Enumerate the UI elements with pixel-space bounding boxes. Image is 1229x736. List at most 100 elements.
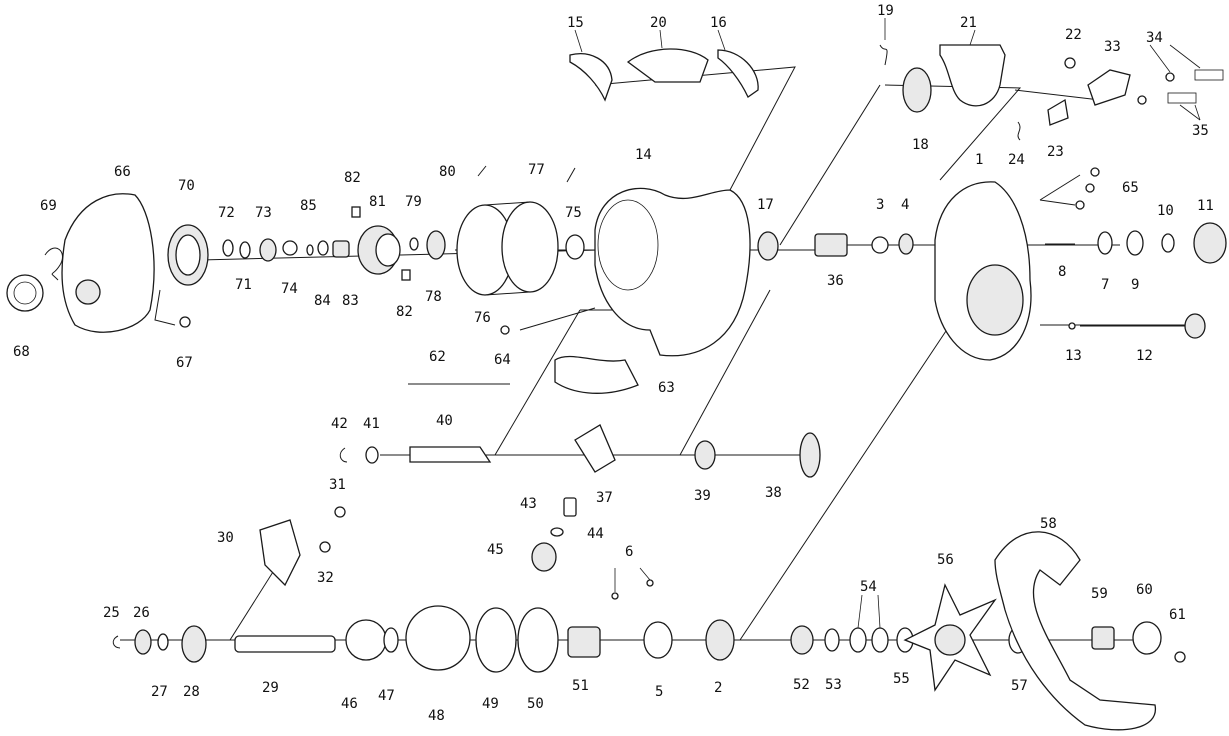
screw-67 — [179, 316, 191, 328]
part-label: 41 — [363, 416, 380, 432]
part-label: 72 — [218, 205, 235, 221]
part-label: 79 — [405, 194, 422, 210]
part-label: 43 — [520, 496, 537, 512]
part-label: 2 — [714, 680, 722, 696]
part-label: 29 — [262, 680, 279, 696]
part-label: 59 — [1091, 586, 1108, 602]
part-label: 81 — [369, 194, 386, 210]
part-label: 57 — [1011, 678, 1028, 694]
frame-14 — [594, 187, 751, 357]
part-label: 63 — [658, 380, 675, 396]
part-label: 1 — [975, 152, 983, 168]
part-label: 28 — [183, 684, 200, 700]
part-label: 30 — [217, 530, 234, 546]
part-label: 7 — [1101, 277, 1109, 293]
part-label: 68 — [13, 344, 30, 360]
part-16 — [717, 49, 759, 98]
part-label: 12 — [1136, 348, 1153, 364]
part-label: 80 — [439, 164, 456, 180]
part-label: 47 — [378, 688, 395, 704]
part-label: 85 — [300, 198, 317, 214]
part-label: 69 — [40, 198, 57, 214]
part-label: 36 — [827, 273, 844, 289]
part-label: 4 — [901, 197, 909, 213]
part-label: 75 — [565, 205, 582, 221]
part-label: 31 — [329, 477, 346, 493]
spring-69 — [44, 247, 63, 281]
part-label: 55 — [893, 671, 910, 687]
part-label: 74 — [281, 281, 298, 297]
part-37 — [574, 424, 616, 473]
handle-58 — [994, 531, 1156, 731]
part-15 — [569, 53, 613, 102]
part-label: 9 — [1131, 277, 1139, 293]
part-label: 73 — [255, 205, 272, 221]
main-gear-48 — [405, 605, 471, 671]
label-leaders — [574, 18, 1201, 629]
part-label: 33 — [1104, 39, 1121, 55]
part-label: 53 — [825, 677, 842, 693]
part-label: 26 — [133, 605, 150, 621]
part-label: 62 — [429, 349, 446, 365]
part-label: 78 — [425, 289, 442, 305]
part-label: 14 — [635, 147, 652, 163]
part-label: 6 — [625, 544, 633, 560]
part-label: 48 — [428, 708, 445, 724]
part-label: 24 — [1008, 152, 1025, 168]
part-label: 56 — [937, 552, 954, 568]
part-label: 25 — [103, 605, 120, 621]
plate-21 — [939, 44, 1006, 107]
part-label: 49 — [482, 696, 499, 712]
part-label: 35 — [1192, 123, 1209, 139]
part-label: 84 — [314, 293, 331, 309]
part-label: 32 — [317, 570, 334, 586]
part-label: 39 — [694, 488, 711, 504]
part-label: 17 — [757, 197, 774, 213]
part-label: 27 — [151, 684, 168, 700]
part-label: 52 — [793, 677, 810, 693]
part-label: 65 — [1122, 180, 1139, 196]
part-label: 45 — [487, 542, 504, 558]
part-label: 82 — [344, 170, 361, 186]
part-label: 19 — [877, 3, 894, 19]
part-label: 61 — [1169, 607, 1186, 623]
part-40 — [409, 446, 492, 463]
part-18 — [902, 67, 932, 113]
part-label: 22 — [1065, 27, 1082, 43]
part-label: 51 — [572, 678, 589, 694]
part-label: 60 — [1136, 582, 1153, 598]
part-label: 83 — [342, 293, 359, 309]
part-label: 82 — [396, 304, 413, 320]
part-label: 44 — [587, 526, 604, 542]
part-label: 76 — [474, 310, 491, 326]
part-label: 21 — [960, 15, 977, 31]
part-label: 42 — [331, 416, 348, 432]
part-30 — [259, 519, 301, 587]
part-label: 54 — [860, 579, 877, 595]
part-shapes — [6, 44, 1227, 731]
part-label: 16 — [710, 15, 727, 31]
side-cover-66 — [61, 193, 155, 333]
part-label: 71 — [235, 277, 252, 293]
part-label: 66 — [114, 164, 131, 180]
part-labels: 1 2 3 4 5 6 7 8 9 10 11 12 13 14 15 16 1… — [13, 3, 1214, 724]
part-label: 18 — [912, 137, 929, 153]
part-label: 70 — [178, 178, 195, 194]
part-label: 5 — [655, 684, 663, 700]
part-label: 77 — [528, 162, 545, 178]
part-label: 20 — [650, 15, 667, 31]
part-label: 3 — [876, 197, 884, 213]
part-label: 38 — [765, 485, 782, 501]
part-label: 10 — [1157, 203, 1174, 219]
part-label: 13 — [1065, 348, 1082, 364]
part-label: 50 — [527, 696, 544, 712]
part-label: 40 — [436, 413, 453, 429]
part-label: 46 — [341, 696, 358, 712]
part-63 — [554, 355, 639, 394]
part-label: 8 — [1058, 264, 1066, 280]
part-label: 15 — [567, 15, 584, 31]
part-label: 11 — [1197, 198, 1214, 214]
part-label: 67 — [176, 355, 193, 371]
part-label: 64 — [494, 352, 511, 368]
